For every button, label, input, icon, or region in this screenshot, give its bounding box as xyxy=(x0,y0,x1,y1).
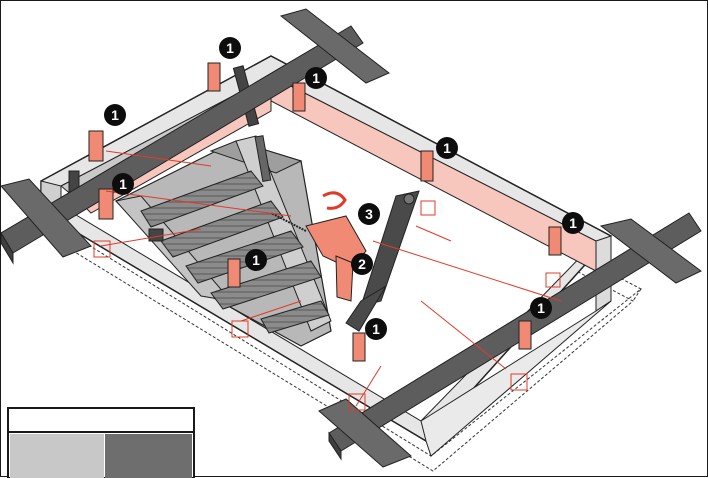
badge-step-3: 3 xyxy=(358,203,380,225)
badge-step-1: 1 xyxy=(365,318,387,340)
support-beams xyxy=(1,8,702,468)
badge-step-1: 1 xyxy=(530,297,552,319)
screw-guides xyxy=(93,150,562,411)
svg-text:1: 1 xyxy=(372,321,380,337)
svg-text:2: 2 xyxy=(358,256,366,272)
fastening-brackets xyxy=(88,62,562,362)
badge-step-1: 1 xyxy=(305,67,327,89)
badge-step-1: 1 xyxy=(219,37,241,59)
svg-text:3: 3 xyxy=(365,206,373,222)
badge-step-1: 1 xyxy=(562,212,584,234)
svg-text:1: 1 xyxy=(111,107,119,123)
svg-text:1: 1 xyxy=(443,140,451,156)
svg-text:1: 1 xyxy=(119,176,127,192)
swatch-light xyxy=(10,434,104,478)
swatch-dark xyxy=(105,434,192,478)
badge-step-2: 2 xyxy=(351,253,373,275)
badge-step-1: 1 xyxy=(245,249,267,271)
step-badges: 1 1 1 1 1 1 1 1 1 2 3 xyxy=(104,37,584,340)
svg-text:1: 1 xyxy=(569,215,577,231)
support-arm xyxy=(345,190,420,332)
svg-text:1: 1 xyxy=(252,252,260,268)
legend-box xyxy=(7,407,195,478)
svg-text:1: 1 xyxy=(312,70,320,86)
folding-ladder xyxy=(115,135,332,347)
svg-text:1: 1 xyxy=(537,300,545,316)
badge-step-1: 1 xyxy=(112,173,134,195)
svg-text:1: 1 xyxy=(226,40,234,56)
power-drill-icon xyxy=(270,191,367,302)
badge-step-1: 1 xyxy=(436,137,458,159)
badge-step-1: 1 xyxy=(104,104,126,126)
